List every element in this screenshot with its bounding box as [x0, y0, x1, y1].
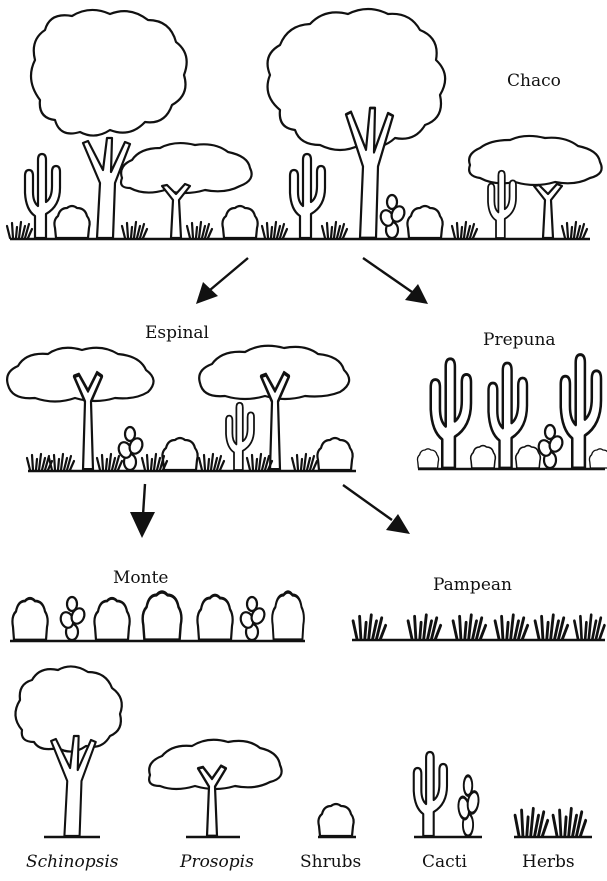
grass-tuft: [142, 454, 167, 470]
legend-shrub-icon: [318, 804, 353, 836]
legend: Schinopsis Prosopis Shrubs Cacti Herbs: [15, 666, 592, 872]
opuntia-1: [379, 195, 407, 238]
prosopis-crown-2: [469, 136, 602, 185]
monte-shrub-2: [94, 598, 129, 640]
prepuna-shrub-1: [417, 449, 438, 468]
prepuna-label: Prepuna: [483, 330, 556, 350]
shrub-3: [407, 206, 442, 238]
prosopis-trunk-2: [534, 184, 562, 238]
grass-tuft: [262, 222, 287, 238]
legend-opuntia-icon: [457, 776, 481, 836]
grass-tuft: [562, 222, 587, 238]
schinopsis-crown-1: [31, 10, 187, 136]
grass-tuft: [452, 222, 477, 238]
legend-grass-icon-1: [515, 809, 548, 836]
grass-tuft: [27, 454, 52, 470]
pampean-scene: Pampean: [352, 575, 605, 640]
grass-tuft: [247, 454, 272, 470]
shrub-1: [54, 206, 89, 238]
pampean-label: Pampean: [433, 575, 512, 595]
grass-tuft: [187, 222, 212, 238]
grass-tuft: [97, 454, 122, 470]
grass-tuft: [122, 222, 147, 238]
prepuna-shrub-2: [471, 446, 496, 468]
monte-shrub-5: [272, 592, 304, 640]
legend-prosopis-label: Prosopis: [179, 852, 254, 872]
arrow-chaco-to-espinal: [196, 258, 248, 304]
prepuna-opuntia: [537, 425, 565, 468]
prepuna-scene: Prepuna: [417, 330, 607, 469]
shrub-2: [222, 206, 257, 238]
legend-schinopsis-label: Schinopsis: [26, 852, 119, 872]
espinal-shrub-2: [317, 438, 352, 470]
legend-schinopsis-crown: [15, 666, 121, 751]
legend-schinopsis-trunk: [51, 736, 96, 836]
monte-opuntia-1: [59, 597, 87, 640]
chaco-label: Chaco: [507, 71, 561, 91]
monte-opuntia-2: [239, 597, 267, 640]
monte-scene: Monte: [10, 568, 305, 641]
legend-herbs-label: Herbs: [522, 852, 575, 872]
grass-tuft: [353, 615, 386, 639]
arrow-chaco-to-prepuna: [363, 258, 428, 304]
legend-cactus-icon: [414, 752, 447, 836]
espinal-cactus: [226, 403, 254, 470]
cactus-2: [290, 154, 325, 238]
legend-cacti-label: Cacti: [422, 852, 467, 872]
arrow-espinal-to-pampean: [343, 485, 410, 534]
grass-tuft: [292, 454, 317, 470]
grass-tuft: [535, 615, 568, 639]
monte-shrub-1: [12, 598, 47, 640]
grass-tuft: [495, 615, 527, 639]
grass-tuft: [7, 222, 32, 238]
grass-tuft: [453, 615, 486, 639]
monte-shrub-3: [143, 592, 182, 640]
prepuna-cactus-1: [431, 359, 471, 468]
grass-tuft: [408, 615, 441, 639]
monte-label: Monte: [113, 568, 168, 588]
grass-tuft: [322, 222, 347, 238]
espinal-shrub-1: [162, 438, 197, 470]
espinal-scene: Espinal: [7, 323, 356, 471]
legend-grass-icon-2: [553, 809, 586, 836]
chaco-scene: Chaco: [7, 9, 602, 239]
arrow-espinal-to-monte: [130, 484, 155, 538]
prepuna-shrub-4: [589, 449, 607, 468]
prepuna-shrub-3: [516, 446, 541, 468]
legend-shrubs-label: Shrubs: [300, 852, 361, 872]
grass-tuft: [199, 454, 224, 470]
monte-shrub-4: [197, 595, 232, 640]
grass-tuft: [574, 615, 604, 639]
espinal-label: Espinal: [145, 323, 209, 343]
